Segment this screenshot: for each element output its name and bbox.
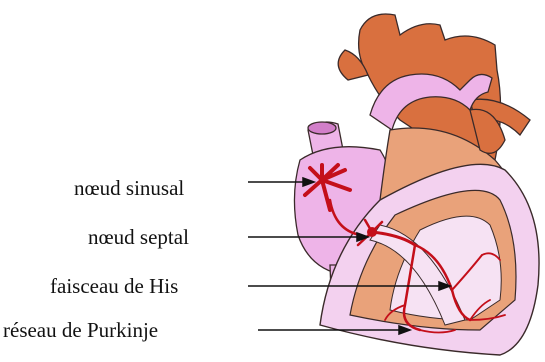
label-sinus-node: nœud sinusal (74, 178, 184, 199)
label-septal-node: nœud septal (88, 227, 189, 248)
label-bundle-of-his: faisceau de His (50, 276, 178, 297)
label-purkinje-network: réseau de Purkinje (3, 320, 158, 341)
